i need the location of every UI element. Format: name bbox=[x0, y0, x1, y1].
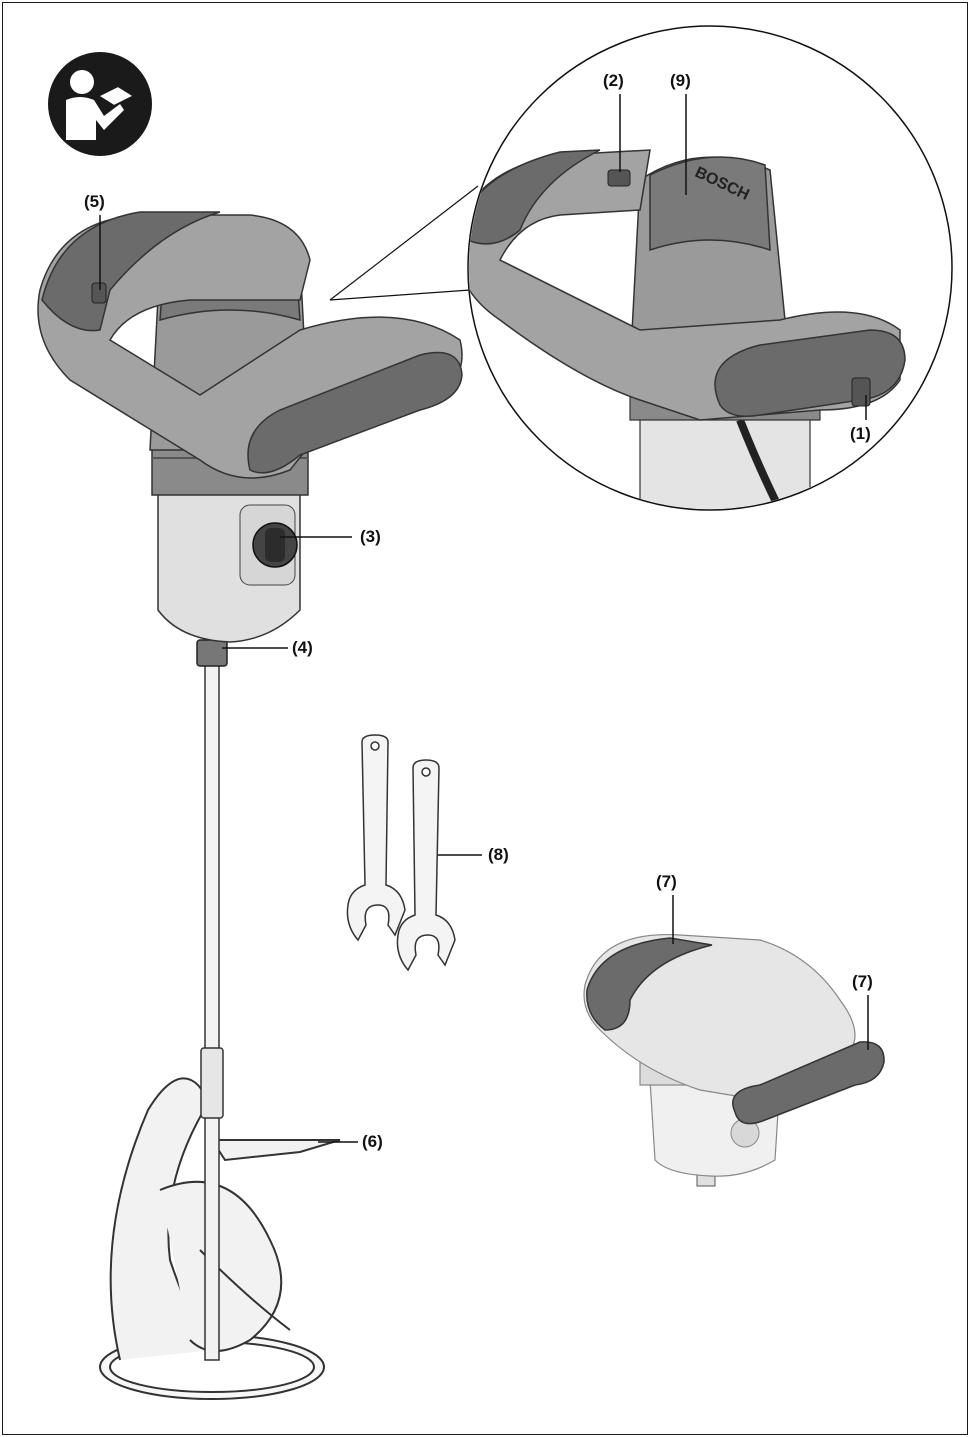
leader-lines-zoom bbox=[619, 94, 867, 420]
front-grip bbox=[247, 351, 463, 474]
leader-lines-main bbox=[99, 215, 482, 1143]
mixing-paddle bbox=[99, 1077, 341, 1400]
callout-3: (3) bbox=[360, 527, 381, 546]
callout-5: (5) bbox=[84, 192, 105, 211]
callout-1: (1) bbox=[850, 424, 871, 443]
wrenches bbox=[346, 734, 456, 972]
callout-9: (9) bbox=[670, 71, 691, 90]
callout-7-right: (7) bbox=[852, 972, 873, 991]
rear-grip bbox=[41, 211, 221, 332]
shaft-coupling bbox=[200, 1047, 224, 1119]
callout-7-left: (7) bbox=[656, 872, 677, 891]
spindle bbox=[196, 639, 228, 667]
speed-selector-knob bbox=[252, 522, 298, 568]
leader-lines-small bbox=[672, 895, 869, 1050]
callout-4: (4) bbox=[292, 638, 313, 657]
detail-zoom: BOSCH bbox=[329, 25, 953, 511]
callout-6: (6) bbox=[362, 1132, 383, 1151]
mixer-main: BOSCH bbox=[37, 211, 463, 1400]
mixing-shaft bbox=[204, 659, 220, 1361]
callout-8: (8) bbox=[488, 845, 509, 864]
callout-2: (2) bbox=[603, 71, 624, 90]
mixer-small bbox=[583, 933, 885, 1187]
read-manual-icon bbox=[48, 52, 152, 156]
